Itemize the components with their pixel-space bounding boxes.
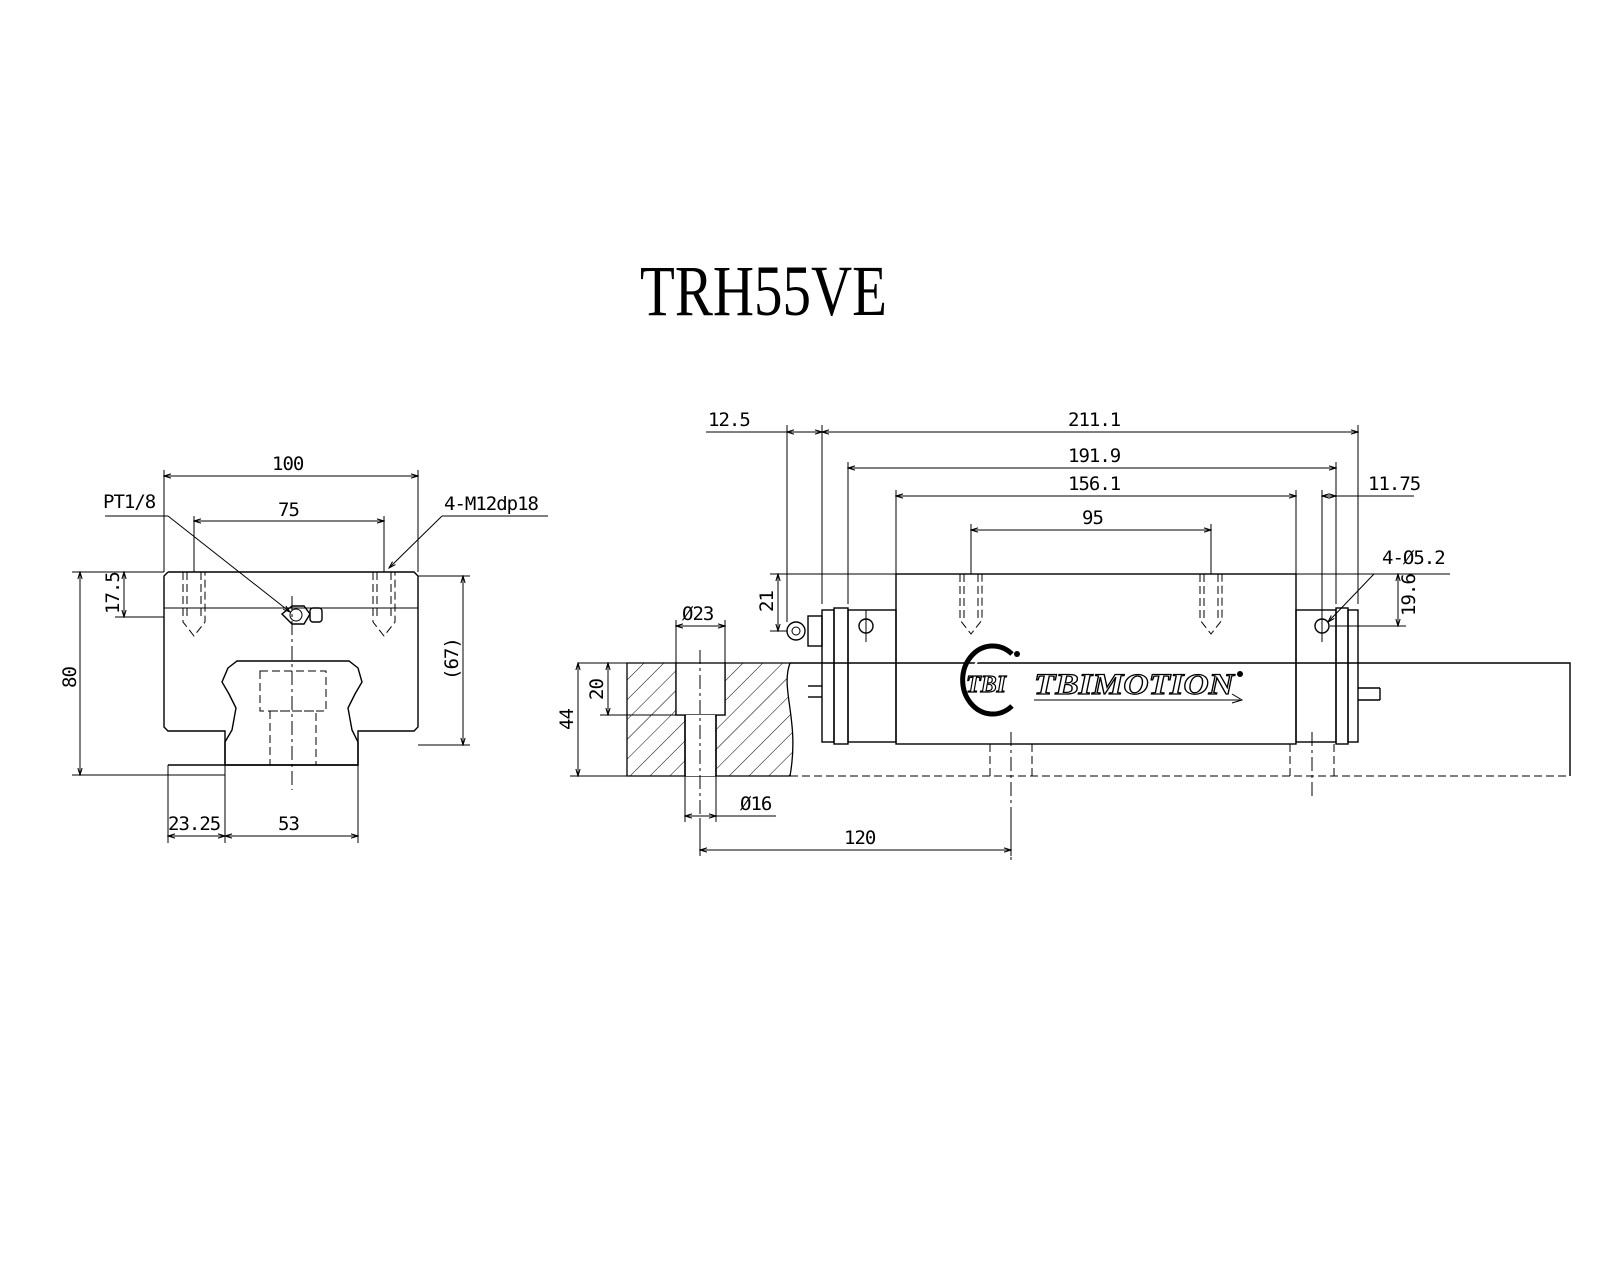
dim-height-total: 80: [59, 667, 81, 688]
logo-brand: TBIMOTION: [1034, 668, 1236, 701]
dim-body-length: 191.9: [1068, 445, 1121, 467]
side-view: TBI TBIMOTION 211.1 12.5 191.9 156.1 11.: [556, 409, 1571, 860]
tap-hole-left-inner: [186, 572, 202, 620]
end-seal-right: [1335, 607, 1349, 745]
dim-hole-pitch: 75: [278, 499, 299, 521]
dim-rail-pitch: 120: [844, 827, 876, 849]
dim-edge-offset: 23.25: [168, 813, 220, 835]
tap-hole-right: [372, 572, 396, 637]
rail-bolt-hidden-1: [989, 744, 1033, 776]
dim-nipple-length: 12.5: [708, 409, 750, 431]
rail-bolt-hidden-2: [1289, 744, 1335, 776]
dim-width-total: 100: [272, 453, 304, 475]
logo-badge: TBI: [966, 672, 1008, 698]
dim-rail-height: 44: [556, 709, 578, 730]
dim-overall-length: 211.1: [1068, 409, 1121, 431]
dim-grease-thread: PT1/8: [103, 491, 156, 513]
side-tap-hole-left: [959, 574, 983, 635]
dim-steel-length: 156.1: [1068, 473, 1121, 495]
dim-nipple-height: 21: [756, 591, 778, 612]
dim-tap-holes: 4-M12dp18: [444, 493, 539, 515]
grease-nipple: [280, 605, 323, 625]
tap-hole-right-inner: [376, 572, 392, 620]
tbi-logo: TBI TBIMOTION: [960, 643, 1244, 717]
side-tap-hole-right: [1199, 574, 1223, 635]
tap-hole-left: [182, 572, 206, 637]
end-seal-left: [833, 607, 849, 745]
dim-counterbore-dia: Ø23: [682, 603, 714, 625]
rail-bolt-hole-hidden: [269, 710, 317, 766]
rail-profile: [221, 660, 363, 766]
end-seal-left-outer: [821, 609, 835, 743]
dim-counterbore-depth: 20: [586, 679, 608, 700]
front-block-outline: [163, 571, 419, 766]
dim-small-holes: 4-Ø5.2: [1382, 547, 1445, 569]
front-view: 100 75 PT1/8 4-M12dp18 80 17.5 (67) 2: [59, 453, 548, 843]
dim-bolt-dia: Ø16: [740, 793, 772, 815]
rail-counterbore-hidden: [259, 670, 327, 712]
dim-hole-height: 19.6: [1398, 574, 1420, 616]
dim-seal-thickness: 11.75: [1368, 473, 1420, 495]
rail-top-line: [790, 662, 1571, 776]
drawing-title: TRH55VE: [640, 251, 887, 331]
dim-ref-height: (67): [441, 638, 463, 680]
dim-rail-width: 53: [278, 813, 299, 835]
dim-hole-pitch-side: 95: [1082, 507, 1103, 529]
side-grease-nipple: [786, 615, 823, 698]
dim-tap-depth: 17.5: [102, 572, 124, 614]
end-seal-right-outer: [1347, 609, 1359, 743]
block-body: [895, 573, 1297, 745]
